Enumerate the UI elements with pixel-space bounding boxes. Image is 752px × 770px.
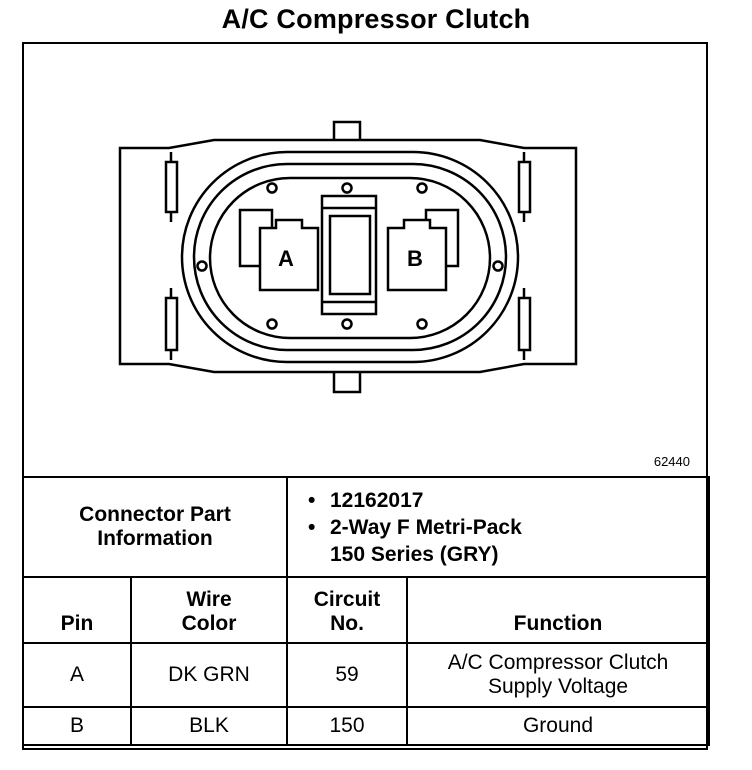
part-info-values-cell: 12162017 2-Way F Metri-Pack 150 Series (…: [286, 476, 710, 578]
table-row: B BLK 150 Ground: [22, 706, 710, 746]
alignment-dot: [266, 182, 278, 194]
header-circuit-no: Circuit No.: [286, 576, 408, 644]
header-wire-color: Wire Color: [130, 576, 288, 644]
connector-info-table: Connector Part Information 12162017 2-Wa…: [22, 476, 710, 746]
part-info-label: Connector Part: [79, 503, 231, 526]
figure-id: 62440: [653, 454, 690, 469]
header-pin: Pin: [22, 576, 132, 644]
part-info-label-cell: Connector Part Information: [22, 476, 288, 578]
alignment-dot: [341, 318, 353, 330]
connector-type: 2-Way F Metri-Pack 150 Series (GRY): [308, 514, 702, 568]
connector-face-diagram: A B: [118, 120, 578, 394]
connector-frame: A B 62440 Connector Part Information 121…: [22, 42, 710, 750]
terminal-a-cavity: [258, 218, 320, 292]
cell-wire-color: BLK: [130, 706, 288, 746]
pin-b-label: B: [407, 246, 423, 271]
alignment-dot: [416, 318, 428, 330]
part-info-row: Connector Part Information 12162017 2-Wa…: [22, 476, 710, 578]
column-header-row: Pin Wire Color Circuit No. Function: [22, 576, 710, 644]
middle-seal: [192, 162, 508, 352]
alignment-dot: [416, 182, 428, 194]
outer-seal: [180, 150, 520, 364]
part-info-list: 12162017 2-Way F Metri-Pack 150 Series (…: [294, 481, 702, 574]
alignment-dot: [492, 260, 504, 272]
alignment-dot: [196, 260, 208, 272]
table-row: A DK GRN 59 A/C Compressor Clutch Supply…: [22, 642, 710, 708]
cell-function: Ground: [406, 706, 710, 746]
cell-pin: A: [22, 642, 132, 708]
alignment-dot: [266, 318, 278, 330]
inner-seal: [208, 176, 492, 340]
terminal-b-cavity: [386, 218, 448, 292]
part-number: 12162017: [308, 487, 702, 514]
cell-pin: B: [22, 706, 132, 746]
cell-function: A/C Compressor Clutch Supply Voltage: [406, 642, 710, 708]
alignment-dot: [341, 182, 353, 194]
cell-circuit: 150: [286, 706, 408, 746]
pin-a-label: A: [278, 246, 294, 271]
part-info-label: Information: [97, 527, 213, 550]
diagram-title: A/C Compressor Clutch: [221, 4, 531, 34]
cell-circuit: 59: [286, 642, 408, 708]
header-function: Function: [406, 576, 710, 644]
cell-wire-color: DK GRN: [130, 642, 288, 708]
center-divider-inner: [328, 214, 372, 296]
